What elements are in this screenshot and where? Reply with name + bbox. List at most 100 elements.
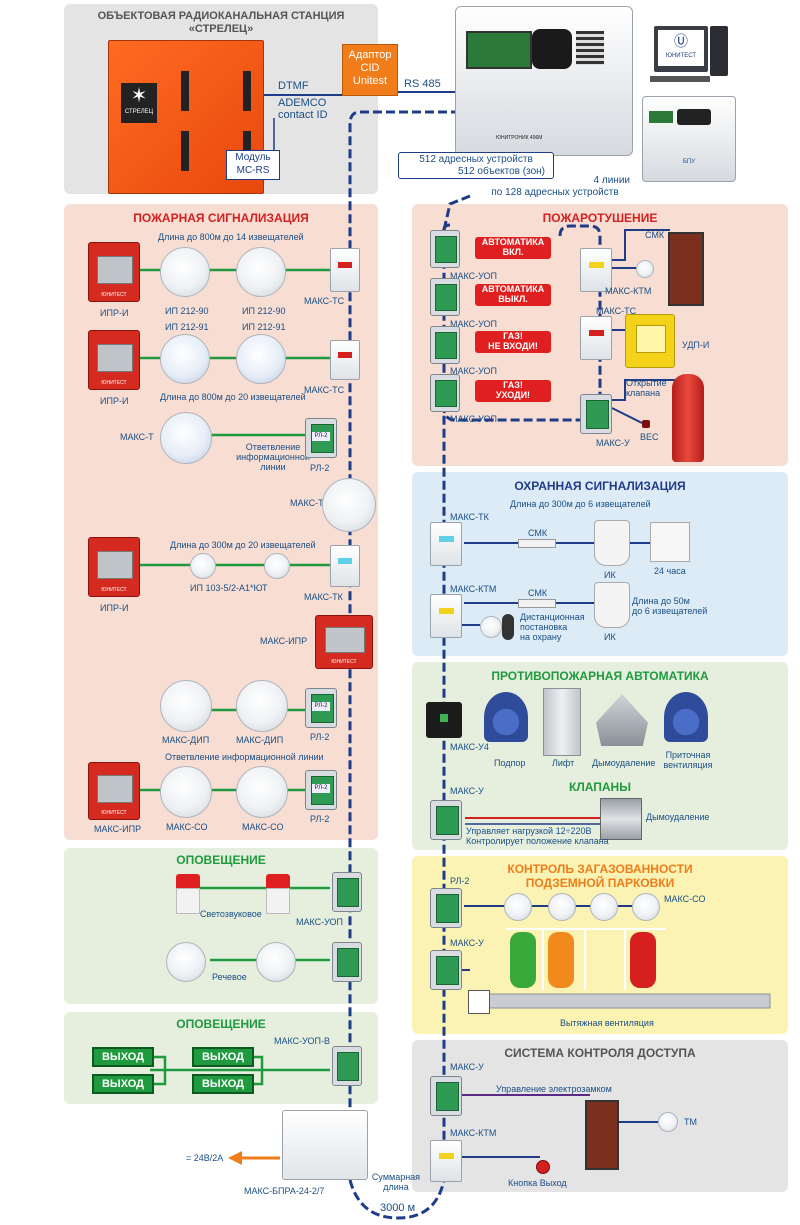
smk-sec-1-label: СМК bbox=[528, 528, 548, 538]
exit-button[interactable] bbox=[536, 1160, 550, 1174]
station-slot-2 bbox=[181, 131, 189, 171]
smk-sec-1 bbox=[518, 539, 556, 548]
valve-open-line-2: клапана bbox=[626, 388, 661, 398]
car-red bbox=[630, 932, 656, 988]
station-slot-3 bbox=[243, 71, 251, 111]
adapter-line-1: Адаптор bbox=[348, 49, 392, 61]
rl-2-a-label: РЛ-2 bbox=[310, 463, 330, 473]
address-capacity-line-2: 512 объектов (зон) bbox=[457, 166, 545, 177]
tm-label: ТМ bbox=[684, 1117, 697, 1127]
lamp-auto-off-line-1: АВТОМАТИКА bbox=[481, 284, 545, 294]
maks-tc-2-label: МАКС-ТС bbox=[304, 385, 345, 395]
ipr-1-brand: ЮНИТЕСТ bbox=[101, 291, 127, 298]
maks-uop-ext-3-label: МАКС-УОП bbox=[450, 366, 498, 376]
smoke-valve bbox=[600, 798, 642, 840]
central-panel-buttons bbox=[576, 31, 604, 65]
exit-sign-3: ВЫХОД bbox=[192, 1047, 254, 1067]
strobe-siren-2 bbox=[266, 874, 290, 914]
maks-tk-sec-label: МАКС-ТК bbox=[450, 512, 489, 522]
maks-co-1-label: МАКС-СО bbox=[166, 822, 208, 832]
ademco-label: ADEMCO contact ID bbox=[278, 97, 328, 121]
central-control-panel: ЮНИТРОНИК 496М bbox=[455, 6, 633, 156]
maks-tc-2 bbox=[330, 340, 360, 380]
lamp-gas-leave: ГАЗ!УХОДИ! bbox=[475, 380, 551, 402]
fire-length-3: Длина до 300м до 20 извещателей bbox=[170, 540, 316, 550]
central-panel-keypad bbox=[532, 29, 572, 69]
rl-2-b-label: РЛ-2 bbox=[310, 732, 330, 742]
maks-u-valve-label: МАКС-У bbox=[450, 786, 484, 796]
fire-alarm-title: ПОЖАРНАЯ СИГНАЛИЗАЦИЯ bbox=[133, 211, 309, 225]
speaker-1 bbox=[166, 942, 206, 982]
ipr-2: ЮНИТЕСТ bbox=[88, 330, 140, 390]
fan-vent bbox=[664, 692, 708, 742]
address-capacity-line-1: 512 адресных устройств bbox=[419, 154, 533, 165]
gas-cylinder bbox=[672, 374, 704, 462]
bpu-unit: БПУ bbox=[642, 96, 736, 182]
lamp-gas-leave-line-2: УХОДИ! bbox=[495, 390, 531, 400]
ip212-91-a-label: ИП 212-91 bbox=[165, 322, 209, 332]
valve-control-line-1: Управляет нагрузкой 12÷220В bbox=[466, 826, 592, 836]
rl-2-c-chip: РЛ-2 bbox=[312, 784, 330, 793]
valve-open-label: Открытие клапана bbox=[626, 378, 667, 398]
total-length-value: 3000 м bbox=[380, 1202, 416, 1214]
lamp-auto-off-line-2: ВЫКЛ. bbox=[498, 294, 528, 304]
remote-arm-line-2: постановка bbox=[520, 622, 568, 632]
detector-ip103-a bbox=[190, 553, 216, 579]
valve-open-line-1: Открытие bbox=[626, 378, 667, 388]
rl-2-b: РЛ-2 bbox=[305, 688, 337, 728]
maks-u-gas-label: МАКС-У bbox=[450, 938, 484, 948]
pc-tower bbox=[710, 26, 728, 76]
total-length-line-2: длина bbox=[383, 1182, 409, 1192]
station-title: ОБЪЕКТОВАЯ РАДИОКАНАЛЬНАЯ СТАНЦИЯ «СТРЕЛ… bbox=[64, 10, 378, 36]
security-length: Длина до 300м до 6 извещателей bbox=[510, 499, 651, 509]
door-access bbox=[585, 1100, 619, 1170]
valve-control-line-2: Контролирует положение клапана bbox=[466, 836, 609, 846]
smoke2-label: Дымоудаление bbox=[646, 812, 710, 822]
notify-2-title: ОПОВЕЩЕНИЕ bbox=[176, 1017, 266, 1031]
bpu-display bbox=[649, 111, 673, 123]
maks-uop-notify bbox=[332, 872, 362, 912]
lines-capacity-label: 4 линии по 128 адресных устройств bbox=[480, 175, 630, 199]
ipr-3-label: ИПР-И bbox=[100, 603, 129, 613]
rl-2-gas-label: РЛ-2 bbox=[450, 876, 470, 886]
ik-sensor-1 bbox=[594, 520, 630, 566]
notify-1-title: ОПОВЕЩЕНИЕ bbox=[176, 853, 266, 867]
access-title: СИСТЕМА КОНТРОЛЯ ДОСТУПА bbox=[504, 1046, 696, 1060]
key-reader-sec bbox=[480, 616, 502, 638]
lamp-auto-on-line-2: ВКЛ. bbox=[502, 247, 524, 257]
maks-uop-ext-4 bbox=[430, 374, 460, 412]
ip212-90-a-label: ИП 212-90 bbox=[165, 306, 209, 316]
ipr-2-brand: ЮНИТЕСТ bbox=[101, 379, 127, 386]
maks-t-2-label: МАКС-Т bbox=[290, 498, 324, 508]
bpu-label: БПУ bbox=[682, 159, 696, 165]
maks-u4-label: МАКС-У4 bbox=[450, 742, 489, 752]
central-panel-display bbox=[466, 31, 532, 69]
rl-2-a-chip: РЛ-2 bbox=[312, 432, 330, 441]
udp-i-button bbox=[625, 314, 675, 368]
total-length-line-1: Суммарная bbox=[371, 1172, 421, 1182]
branch-label-1: Ответвление информационной линии bbox=[228, 442, 318, 472]
maks-uop-notify-label: МАКС-УОП bbox=[296, 917, 344, 927]
module-label-line-2: MC-RS bbox=[236, 165, 270, 176]
strelets-logo-text: СТРЕЛЕЦ bbox=[124, 109, 154, 115]
fan-podpor bbox=[484, 692, 528, 742]
pc-keyboard bbox=[650, 76, 710, 82]
maks-ktm-ext-label: МАКС-КТМ bbox=[605, 286, 652, 296]
maks-tk-sec bbox=[430, 522, 462, 566]
maks-uop-ext-1 bbox=[430, 230, 460, 268]
branch-1-line-2: информационной bbox=[236, 452, 310, 462]
maks-tk bbox=[330, 545, 360, 587]
maks-dip-2-label: МАКС-ДИП bbox=[236, 735, 284, 745]
extinguish-title: ПОЖАРОТУШЕНИЕ bbox=[542, 211, 658, 225]
ip212-90-b-label: ИП 212-90 bbox=[242, 306, 286, 316]
key-reader-ext bbox=[636, 260, 654, 278]
lamp-gas-leave-line-1: ГАЗ! bbox=[503, 380, 523, 390]
vent-line-2: вентиляция bbox=[663, 760, 713, 770]
maks-u-access-label: МАКС-У bbox=[450, 1062, 484, 1072]
maks-tc-ext bbox=[580, 316, 612, 360]
detector-maks-dip-1 bbox=[160, 680, 212, 732]
ip103-label: ИП 103-5/2-А1*ЮТ bbox=[190, 583, 268, 593]
maks-dip-1-label: МАКС-ДИП bbox=[162, 735, 210, 745]
co-sensor-1 bbox=[504, 893, 532, 921]
